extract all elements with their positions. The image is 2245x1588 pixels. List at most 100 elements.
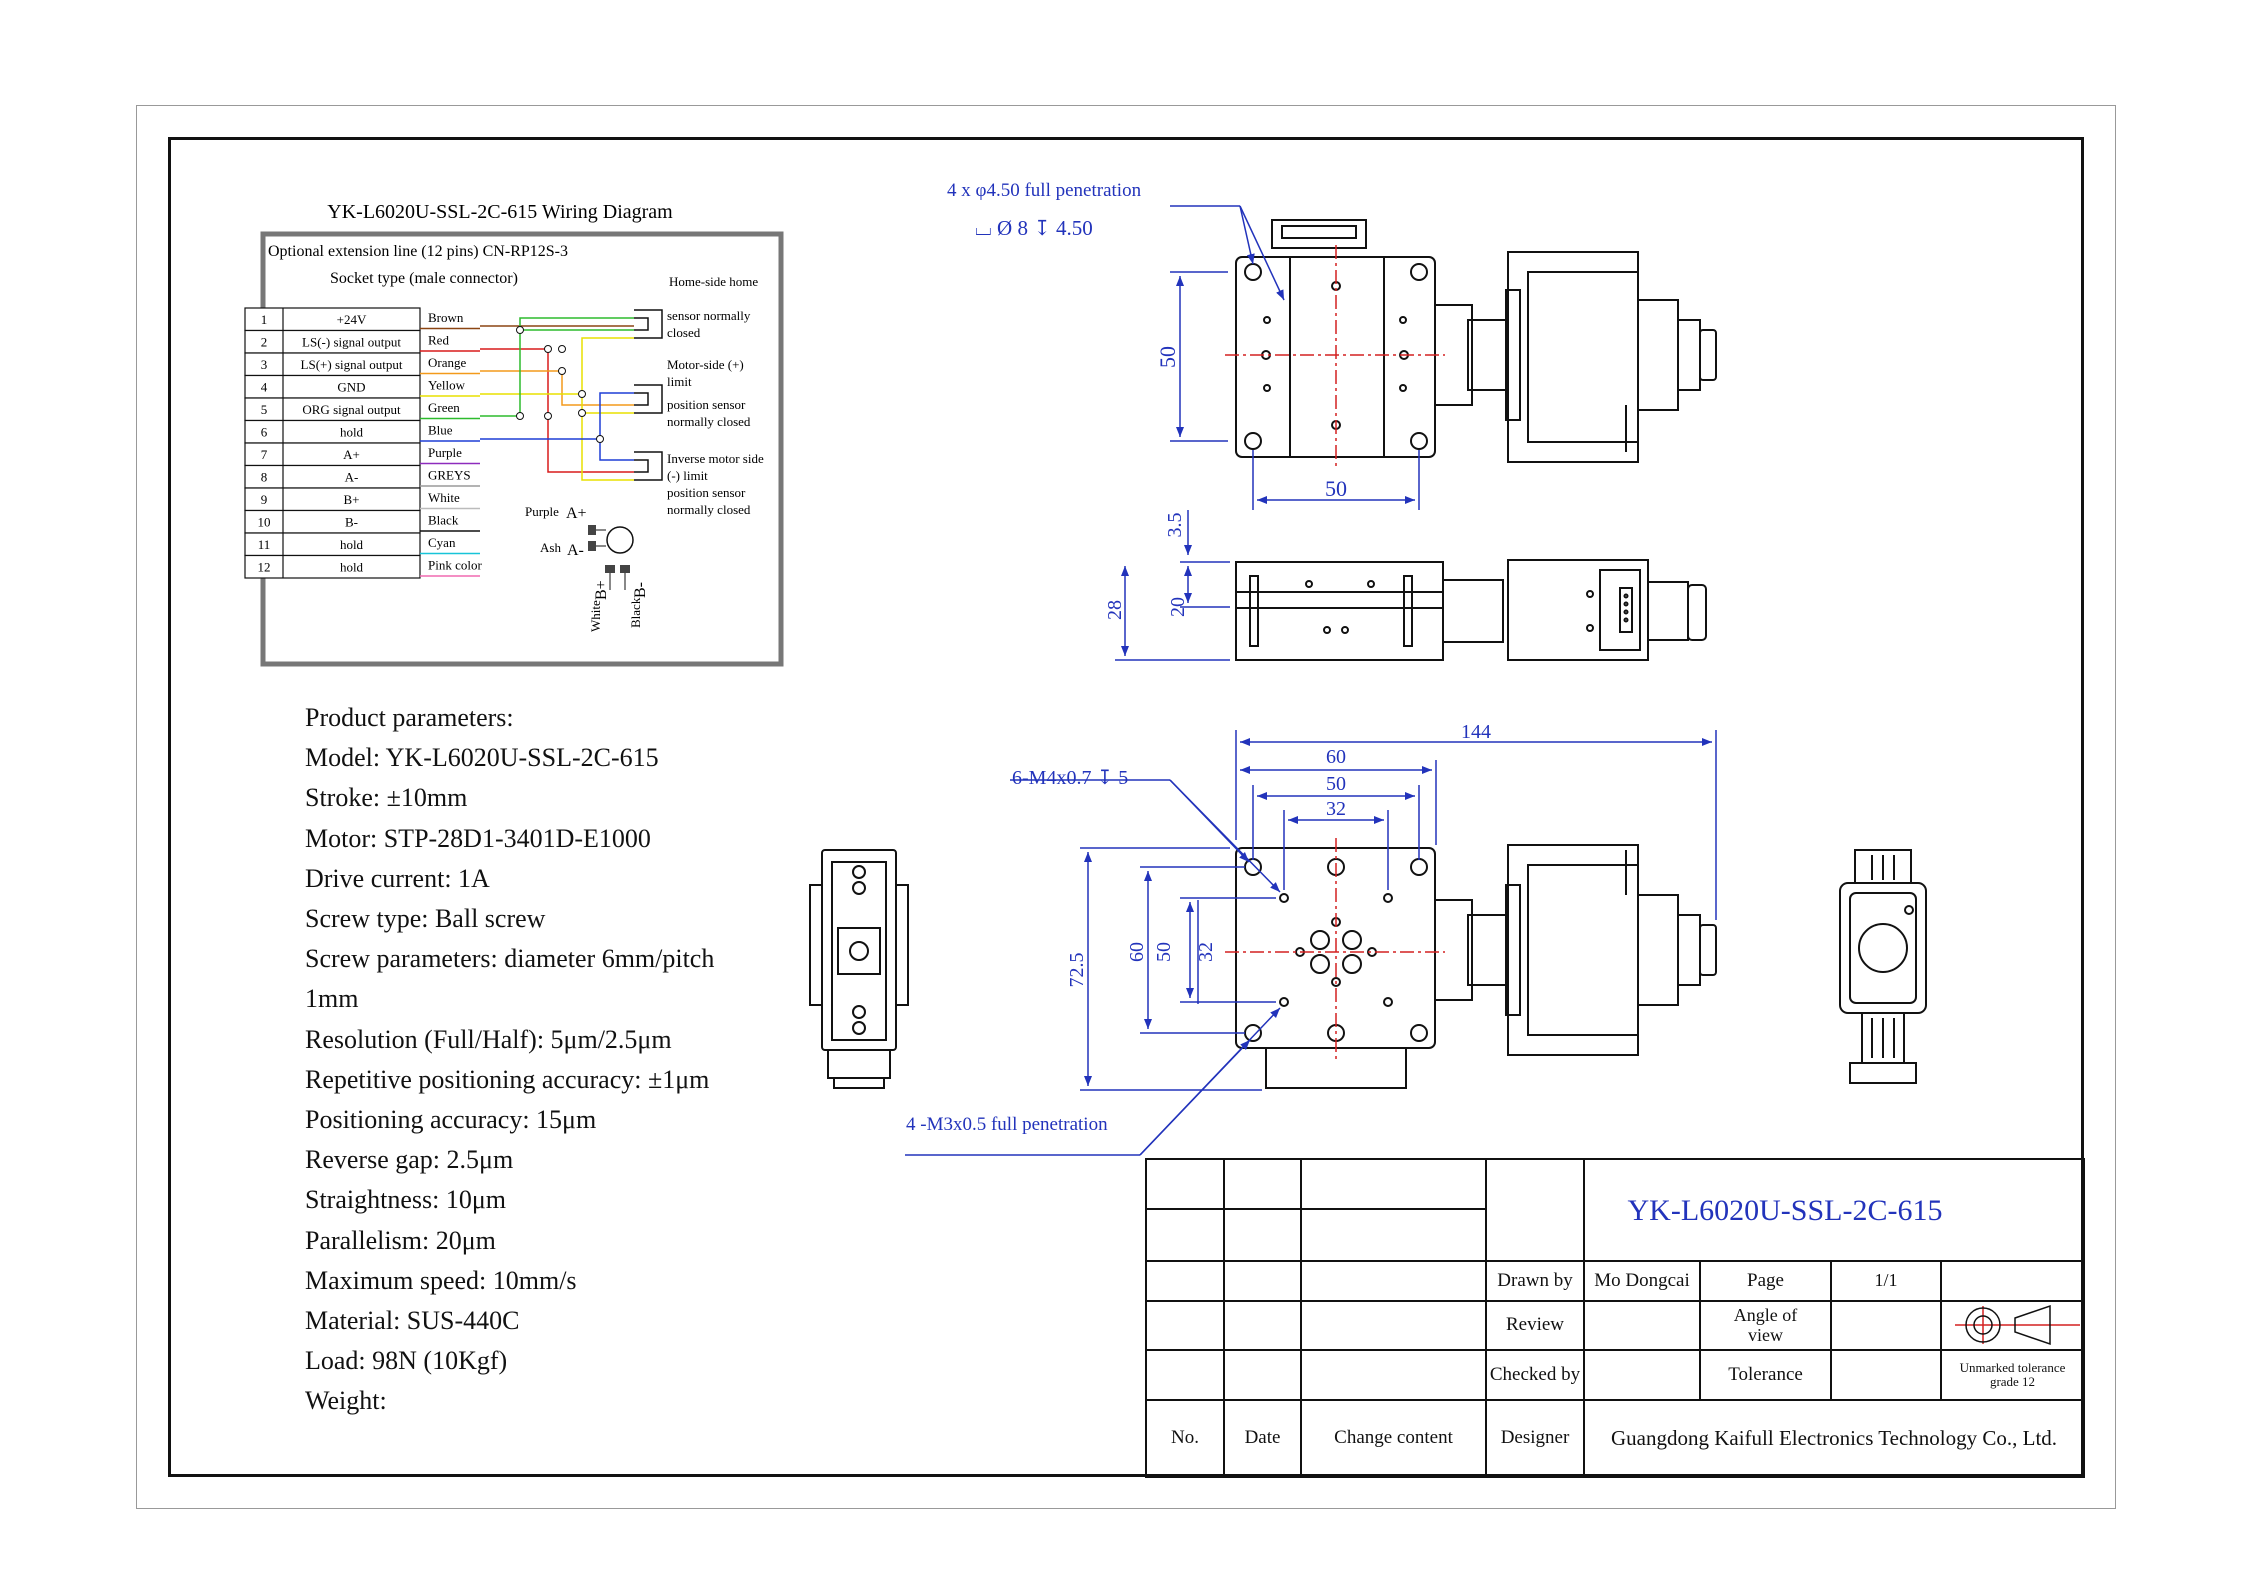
dim-50-w: 50 [1326, 773, 1346, 795]
lead-ash: Ash [540, 540, 561, 555]
tolerance-label: Tolerance [1728, 1363, 1803, 1385]
pin-number: 11 [258, 537, 271, 552]
wire-junction [578, 390, 586, 398]
wire-color-label: Brown [428, 310, 464, 325]
param-line: Weight: [305, 1386, 387, 1416]
param-line: Load: 98N (10Kgf) [305, 1346, 508, 1376]
main-view [1235, 844, 1717, 1089]
dim-144: 144 [1461, 721, 1491, 743]
wire-color-label: Black [428, 513, 459, 528]
dim-32-h: 32 [1195, 942, 1217, 962]
param-line: Motor: STP-28D1-3401D-E1000 [305, 823, 651, 853]
home-header: Home-side home [669, 274, 758, 289]
pin-signal: A+ [343, 447, 360, 462]
param-line: Maximum speed: 10mm/s [305, 1265, 577, 1295]
pin-signal: GND [337, 380, 365, 395]
pin-number: 1 [261, 312, 268, 327]
checked-by-label: Checked by [1489, 1363, 1581, 1385]
motor-lead-symbol [588, 525, 634, 590]
param-line: Resolution (Full/Half): 5μm/2.5μm [305, 1024, 672, 1054]
param-line: Screw parameters: diameter 6mm/pitch [305, 944, 715, 974]
inv-label-4: normally closed [667, 502, 751, 517]
param-line: Parallelism: 20μm [305, 1225, 496, 1255]
page-label: Page [1747, 1269, 1784, 1291]
lead-purple: Purple [525, 504, 559, 519]
side-view [1235, 559, 1707, 661]
dim-32-w: 32 [1326, 798, 1346, 820]
m3-note: 4 -M3x0.5 full penetration [906, 1114, 1108, 1135]
thread-note: 6-M4x0.7 ↧ 5 [1012, 767, 1128, 789]
sensor-wire [480, 337, 634, 481]
inverse-limit-sensor [634, 451, 663, 481]
top-dimensions [1170, 205, 1420, 510]
wire-color-label: GREYS [428, 468, 471, 483]
projection-symbol-shapes [1965, 1304, 2051, 1346]
wire-junction [578, 409, 586, 417]
pin-signal: hold [340, 560, 364, 575]
motor-label-4: normally closed [667, 414, 751, 429]
inv-label-1: Inverse motor side [667, 451, 764, 466]
dim-side-28: 28 [1104, 600, 1126, 620]
wiring-title: YK-L6020U-SSL-2C-615 Wiring Diagram [327, 201, 673, 223]
tolerance-value: Unmarked tolerance grade 12 [1959, 1359, 2066, 1389]
wiring-diagram: YK-L6020U-SSL-2C-615 Wiring Diagram Opti… [244, 201, 784, 667]
col-no: No. [1171, 1427, 1199, 1449]
pin-signal: LS(-) signal output [302, 335, 401, 350]
lead-b-plus: B+ [593, 580, 610, 600]
motor-limit-sensor [634, 384, 663, 414]
wire-color-label: White [428, 490, 460, 505]
dim-60-w: 60 [1326, 746, 1346, 768]
param-line: Positioning accuracy: 15μm [305, 1105, 597, 1135]
wire-color-label: Pink color [428, 558, 482, 573]
wire-junction [544, 412, 552, 420]
wire-color-label: Green [428, 400, 460, 415]
param-line: Stroke: ±10mm [305, 783, 468, 813]
param-line: Drive current: 1A [305, 863, 490, 893]
param-line: Material: SUS-440C [305, 1306, 520, 1336]
side-dimensions [1115, 510, 1230, 661]
param-line: Repetitive positioning accuracy: ±1μm [305, 1064, 710, 1094]
top-centerlines [1225, 245, 1445, 470]
pin-number: 7 [261, 447, 268, 462]
left-end-view [809, 849, 909, 1089]
sensor-wire [480, 348, 634, 473]
sheet-border [136, 105, 2116, 1509]
wire-junction [544, 345, 552, 353]
motor-label-3: position sensor [667, 397, 746, 412]
motor-label-2: limit [667, 374, 692, 389]
lead-black: Black [628, 597, 643, 628]
param-line: Model: YK-L6020U-SSL-2C-615 [305, 743, 659, 773]
pin-number: 6 [261, 425, 268, 440]
pin-signal: ORG signal output [302, 402, 401, 417]
drawing-frame [168, 137, 2084, 1477]
dim-side-20: 20 [1167, 597, 1189, 617]
wire-junction [516, 412, 524, 420]
wiring-socket-type: Socket type (male connector) [330, 270, 518, 287]
inv-label-3: position sensor [667, 485, 746, 500]
wire-color-label: Orange [428, 355, 466, 370]
param-line: Product parameters: [305, 703, 514, 732]
sensor-wire [480, 370, 634, 406]
drawn-by-label: Drawn by [1497, 1269, 1573, 1291]
top-coupler [1435, 304, 1473, 406]
hole-symbol: ⌴ Ø 8 ↧ 4.50 [975, 216, 1093, 240]
top-view-clamp [1271, 219, 1367, 249]
lead-white: White [588, 600, 603, 632]
pin-signal: +24V [337, 312, 367, 327]
wire-color-label: Blue [428, 423, 453, 438]
home-sensor [634, 309, 663, 339]
inv-label-2: (-) limit [667, 468, 708, 483]
side-coupler [1442, 579, 1504, 643]
wire-color-label: Cyan [428, 535, 456, 550]
dim-72-5: 72.5 [1066, 953, 1088, 988]
param-line: Reverse gap: 2.5μm [305, 1145, 514, 1175]
pin-number: 8 [261, 470, 268, 485]
param-line: Straightness: 10μm [305, 1185, 506, 1215]
